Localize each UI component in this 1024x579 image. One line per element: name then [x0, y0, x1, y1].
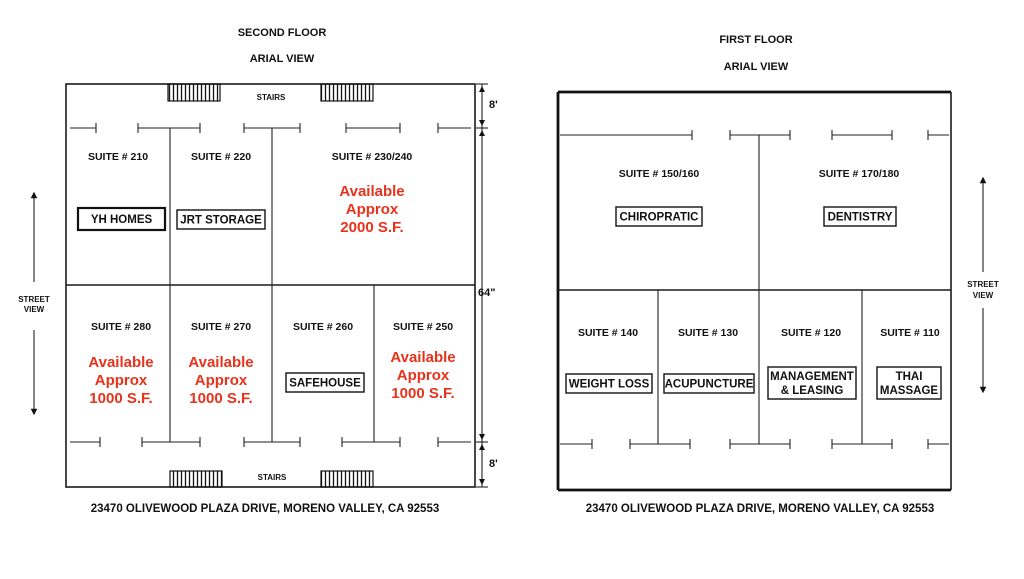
street-view-label-right-2: VIEW — [973, 291, 994, 300]
tenant-box-130 — [663, 373, 755, 394]
second-floor-title: SECOND FLOOR — [238, 27, 327, 39]
first-floor-bottom-corridor — [560, 439, 949, 449]
tenant-thai-line2: MASSAGE — [880, 385, 938, 397]
available-280-line3: 1000 S.F. — [89, 390, 152, 407]
available-230-line1: Available — [339, 183, 404, 200]
second-floor-plan: SECOND FLOOR ARIAL VIEW STAIRS STAIRS — [18, 27, 501, 515]
street-view-label-right-1: STREET — [967, 280, 999, 289]
suite-260-label: SUITE # 260 — [293, 321, 353, 333]
dim-top: 8' — [489, 99, 498, 111]
second-floor-bottom-corridor — [70, 437, 471, 447]
suite-130-label: SUITE # 130 — [678, 327, 738, 339]
suite-210-label: SUITE # 210 — [88, 151, 148, 163]
stairs-top-left — [167, 83, 221, 102]
available-250-line3: 1000 S.F. — [391, 385, 454, 402]
tenant-box-110 — [876, 366, 942, 400]
stairs-bottom-left — [169, 470, 223, 488]
tenant-box-140 — [565, 373, 653, 394]
first-floor-top-corridor — [560, 130, 949, 140]
stairs-bottom-label: STAIRS — [258, 473, 287, 482]
stairs-top-right — [320, 83, 374, 102]
suite-120-label: SUITE # 120 — [781, 327, 841, 339]
suite-170-180-label: SUITE # 170/180 — [819, 168, 900, 180]
tenant-jrt-storage: JRT STORAGE — [180, 215, 262, 227]
available-270-line3: 1000 S.F. — [189, 390, 252, 407]
tenant-management-line2: & LEASING — [781, 385, 844, 397]
tenant-thai-line1: THAI — [896, 371, 923, 383]
available-250-line2: Approx — [397, 367, 450, 384]
tenant-box-210 — [76, 206, 167, 232]
available-270-line1: Available — [188, 354, 253, 371]
tenant-safehouse: SAFEHOUSE — [289, 378, 361, 390]
available-280-line1: Available — [88, 354, 153, 371]
suite-150-160-label: SUITE # 150/160 — [619, 168, 700, 180]
suite-230-240-label: SUITE # 230/240 — [332, 151, 413, 163]
street-view-label-left-2: VIEW — [24, 305, 45, 314]
suite-250-label: SUITE # 250 — [393, 321, 453, 333]
tenant-box-220 — [176, 209, 266, 230]
available-270-line2: Approx — [195, 372, 248, 389]
dimension-line: 8' 64" 8' — [476, 83, 501, 488]
tenant-box-150 — [615, 206, 703, 227]
second-floor-subtitle: ARIAL VIEW — [250, 53, 315, 65]
available-230-line3: 2000 S.F. — [340, 219, 403, 236]
suite-110-label: SUITE # 110 — [880, 327, 940, 339]
suite-280-label: SUITE # 280 — [91, 321, 151, 333]
tenant-chiropratic: CHIROPRATIC — [619, 212, 698, 224]
dim-middle: 64" — [478, 287, 495, 299]
tenant-acupuncture: ACUPUNCTURE — [665, 379, 754, 391]
first-floor-plan: FIRST FLOOR ARIAL VIEW SUITE # 150/160 — [556, 34, 999, 515]
tenant-box-120 — [767, 366, 857, 400]
available-230-line2: Approx — [346, 201, 399, 218]
second-floor-top-corridor — [70, 123, 471, 133]
suite-140-label: SUITE # 140 — [578, 327, 638, 339]
tenant-yh-homes: YH HOMES — [91, 214, 153, 226]
first-floor-address: 23470 OLIVEWOOD PLAZA DRIVE, MORENO VALL… — [586, 503, 935, 515]
tenant-box-170 — [823, 206, 897, 227]
suite-270-label: SUITE # 270 — [191, 321, 251, 333]
first-floor-subtitle: ARIAL VIEW — [724, 61, 789, 73]
dim-bottom: 8' — [489, 458, 498, 470]
suite-220-label: SUITE # 220 — [191, 151, 251, 163]
stairs-bottom-right — [320, 470, 374, 488]
available-280-line2: Approx — [95, 372, 148, 389]
second-floor-address: 23470 OLIVEWOOD PLAZA DRIVE, MORENO VALL… — [91, 503, 440, 515]
tenant-management-line1: MANAGEMENT — [770, 371, 854, 383]
available-250-line1: Available — [390, 349, 455, 366]
street-view-label-left-1: STREET — [18, 295, 50, 304]
stairs-top-label: STAIRS — [257, 93, 286, 102]
first-floor-title: FIRST FLOOR — [719, 34, 792, 46]
tenant-box-260 — [285, 372, 365, 393]
tenant-weight-loss: WEIGHT LOSS — [569, 379, 650, 391]
tenant-dentistry: DENTISTRY — [828, 212, 893, 224]
